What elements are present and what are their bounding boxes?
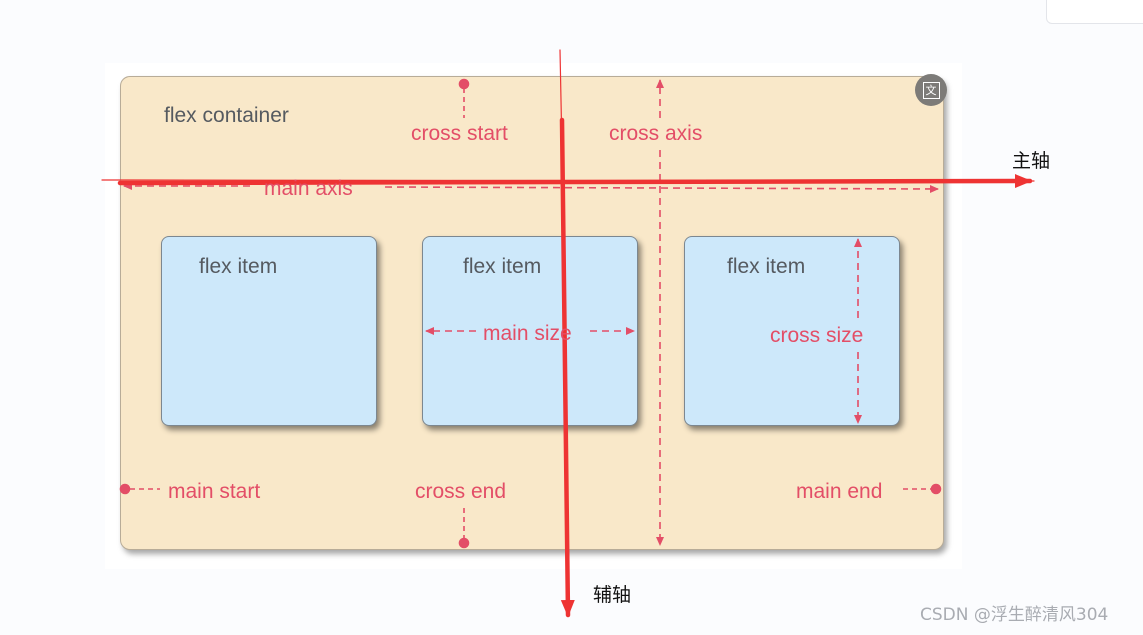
flex-item-2-label: flex item: [463, 255, 542, 278]
cross-axis-label: cross axis: [609, 122, 703, 145]
cross-start-marker: [458, 78, 470, 118]
cross-axis-cn-label: 辅轴: [593, 584, 632, 606]
flex-item-3-label: flex item: [727, 255, 806, 278]
flex-item-3: [684, 236, 900, 426]
cross-end-marker: [458, 508, 470, 549]
main-start-label: main start: [168, 480, 261, 503]
translate-icon-glyph: 文: [922, 81, 940, 99]
main-axis-cn-label: 主轴: [1012, 150, 1051, 172]
cross-size-label: cross size: [770, 324, 864, 347]
flex-item-1: [161, 236, 377, 426]
main-start-marker: [119, 483, 160, 495]
cross-axis-annotation-arrow: [559, 49, 575, 618]
translate-icon[interactable]: 文: [915, 74, 947, 106]
main-axis-label: main axis: [264, 177, 353, 200]
main-axis-annotation-arrow: [101, 174, 1035, 189]
main-axis-arrow: [123, 182, 939, 193]
cross-end-label: cross end: [415, 480, 507, 503]
flex-container-label: flex container: [164, 104, 289, 127]
flex-item-1-label: flex item: [199, 255, 278, 278]
top-card-edge: [1046, 0, 1143, 24]
main-end-label: main end: [796, 480, 883, 503]
csdn-watermark: CSDN @浮生醉清风304: [920, 605, 1109, 625]
main-end-marker: [903, 483, 942, 495]
cross-start-label: cross start: [411, 122, 508, 145]
main-size-label: main size: [483, 322, 572, 345]
